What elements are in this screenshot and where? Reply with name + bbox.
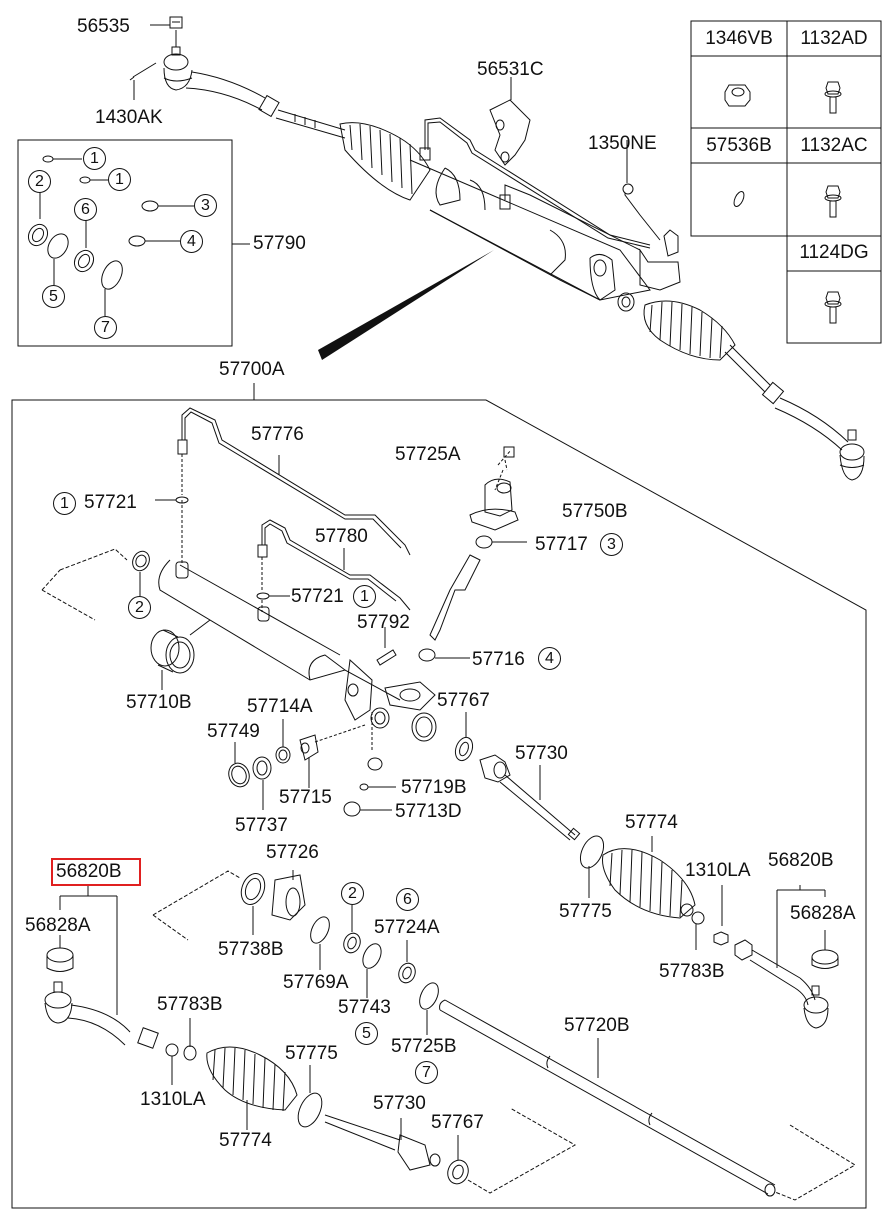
left-tie-rod-end bbox=[45, 886, 158, 1048]
part-label-57717[interactable]: 57717 bbox=[535, 534, 588, 555]
part-label-56828a[interactable]: 56828A bbox=[25, 915, 91, 936]
part-label-1350ne[interactable]: 1350NE bbox=[588, 133, 657, 154]
part-label-1310la[interactable]: 1310LA bbox=[685, 860, 751, 881]
part-label-57738b[interactable]: 57738B bbox=[218, 939, 284, 960]
ref-circle-1: 1 bbox=[353, 585, 376, 608]
yoke-parts bbox=[225, 712, 475, 816]
part-label-57700a[interactable]: 57700A bbox=[219, 359, 285, 380]
ref-circle-6: 6 bbox=[74, 198, 97, 221]
hardware-table bbox=[691, 21, 881, 343]
ref-circle-1: 1 bbox=[53, 492, 76, 515]
part-label-57730[interactable]: 57730 bbox=[373, 1093, 426, 1114]
top-rack-assembly bbox=[318, 77, 864, 480]
part-label-57714a[interactable]: 57714A bbox=[247, 696, 313, 717]
ref-circle-2: 2 bbox=[128, 596, 151, 619]
ref-circle-2: 2 bbox=[28, 170, 51, 193]
ref-circle-1: 1 bbox=[108, 168, 131, 191]
ref-circle-3: 3 bbox=[194, 194, 217, 217]
table-cell-57536b[interactable]: 57536B bbox=[706, 135, 772, 156]
flange-bolt-icon bbox=[825, 186, 841, 217]
part-label-57726[interactable]: 57726 bbox=[266, 842, 319, 863]
part-label-57767[interactable]: 57767 bbox=[431, 1112, 484, 1133]
table-cell-1132ad[interactable]: 1132AD bbox=[800, 28, 868, 49]
part-label-57774[interactable]: 57774 bbox=[625, 812, 678, 833]
left-lower-tie-rod-parts bbox=[166, 1018, 575, 1193]
ref-circle-5: 5 bbox=[42, 285, 65, 308]
part-label-57721[interactable]: 57721 bbox=[84, 492, 137, 513]
ref-circle-7: 7 bbox=[94, 316, 117, 339]
rack-seals bbox=[153, 870, 442, 1035]
part-label-56820b-highlighted[interactable]: 56820B bbox=[56, 861, 122, 882]
part-label-57725a[interactable]: 57725A bbox=[395, 444, 461, 465]
table-cell-1346vb[interactable]: 1346VB bbox=[705, 28, 773, 49]
part-label-57776[interactable]: 57776 bbox=[251, 424, 304, 445]
part-label-57769a[interactable]: 57769A bbox=[283, 972, 349, 993]
o-ring-icon bbox=[732, 190, 746, 208]
ref-circle-5: 5 bbox=[355, 1022, 378, 1045]
ref-circle-3: 3 bbox=[600, 533, 623, 556]
valve-pinion bbox=[377, 447, 527, 665]
part-label-57724a[interactable]: 57724A bbox=[374, 917, 440, 938]
part-label-57783b[interactable]: 57783B bbox=[659, 961, 725, 982]
part-label-57721[interactable]: 57721 bbox=[291, 586, 344, 607]
part-label-57737[interactable]: 57737 bbox=[235, 815, 288, 836]
ref-circle-4: 4 bbox=[538, 647, 561, 670]
part-label-57719b[interactable]: 57719B bbox=[401, 777, 467, 798]
ref-circle-2: 2 bbox=[341, 882, 364, 905]
ref-circle-6: 6 bbox=[396, 888, 419, 911]
part-label-57792[interactable]: 57792 bbox=[357, 612, 410, 633]
part-label-57767[interactable]: 57767 bbox=[437, 690, 490, 711]
part-label-1430ak[interactable]: 1430AK bbox=[95, 107, 163, 128]
gear-assembly-box bbox=[12, 383, 866, 1208]
part-label-57720b[interactable]: 57720B bbox=[564, 1015, 630, 1036]
part-label-57730[interactable]: 57730 bbox=[515, 743, 568, 764]
seal-kit-box bbox=[18, 140, 232, 346]
ref-circle-1: 1 bbox=[83, 147, 106, 170]
part-label-57774[interactable]: 57774 bbox=[219, 1130, 272, 1151]
hex-nut-icon bbox=[725, 85, 750, 106]
part-label-57743[interactable]: 57743 bbox=[338, 997, 391, 1018]
part-label-56531c[interactable]: 56531C bbox=[477, 59, 544, 80]
part-label-56828a[interactable]: 56828A bbox=[790, 903, 856, 924]
part-label-57790[interactable]: 57790 bbox=[253, 233, 306, 254]
part-label-57713d[interactable]: 57713D bbox=[395, 801, 462, 822]
flange-bolt-icon bbox=[825, 82, 841, 113]
part-label-57716[interactable]: 57716 bbox=[472, 649, 525, 670]
part-label-57775[interactable]: 57775 bbox=[559, 901, 612, 922]
rack-bar bbox=[440, 1000, 855, 1200]
part-label-56820b[interactable]: 56820B bbox=[768, 850, 834, 871]
part-label-57749[interactable]: 57749 bbox=[207, 721, 260, 742]
table-cell-1124dg[interactable]: 1124DG bbox=[799, 242, 869, 263]
part-label-57710b[interactable]: 57710B bbox=[126, 692, 192, 713]
part-label-56535[interactable]: 56535 bbox=[77, 16, 130, 37]
part-label-57783b[interactable]: 57783B bbox=[157, 994, 223, 1015]
flange-bolt-icon bbox=[825, 292, 841, 323]
part-label-57750b[interactable]: 57750B bbox=[562, 501, 628, 522]
ref-circle-4: 4 bbox=[180, 230, 203, 253]
part-label-57725b[interactable]: 57725B bbox=[391, 1036, 457, 1057]
top-left-tie-rod-end bbox=[130, 17, 345, 138]
pressure-tubes bbox=[155, 408, 410, 612]
gear-housing bbox=[42, 549, 436, 770]
ref-circle-7: 7 bbox=[415, 1061, 438, 1084]
part-label-57775[interactable]: 57775 bbox=[285, 1043, 338, 1064]
part-label-1310la[interactable]: 1310LA bbox=[140, 1089, 206, 1110]
seal-kit-parts bbox=[25, 156, 194, 316]
right-tie-rod-parts bbox=[480, 755, 838, 1028]
part-label-57780[interactable]: 57780 bbox=[315, 526, 368, 547]
highlight-box bbox=[51, 858, 141, 886]
table-cell-1132ac[interactable]: 1132AC bbox=[800, 135, 868, 156]
part-label-57715[interactable]: 57715 bbox=[279, 787, 332, 808]
